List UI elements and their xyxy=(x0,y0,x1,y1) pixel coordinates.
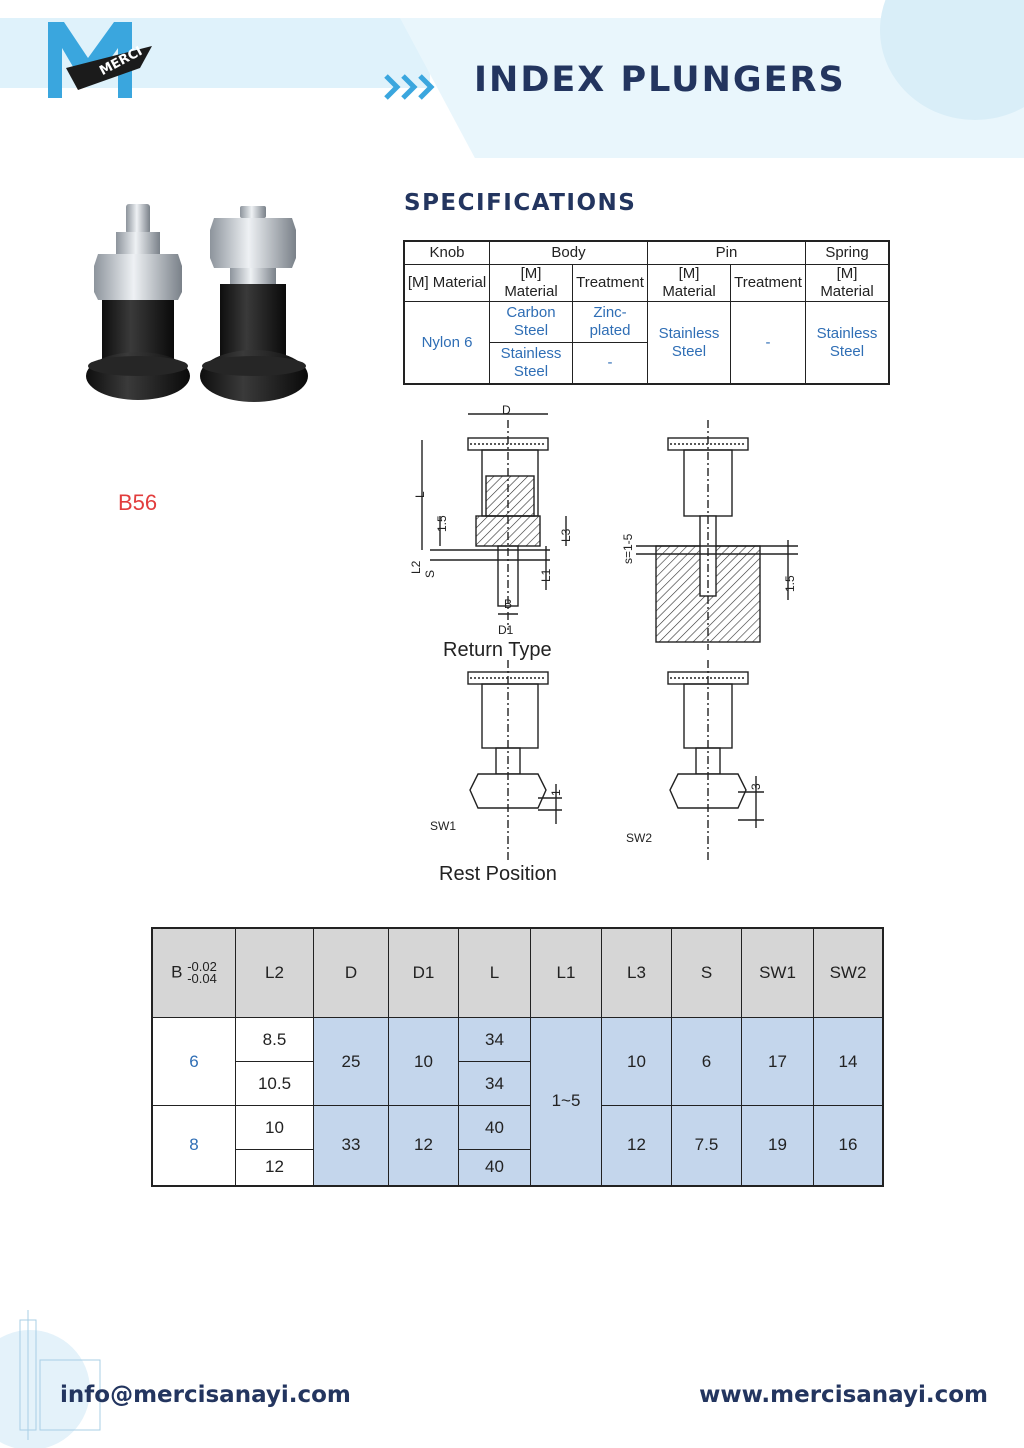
l2-value: 8.5 xyxy=(235,1017,314,1062)
pin-treatment: - xyxy=(730,301,806,385)
b-tol-upper: -0.02 xyxy=(187,959,217,974)
dim-label-sw1: SW1 xyxy=(430,819,456,833)
header-cell: S xyxy=(671,927,742,1018)
sw1-value: 19 xyxy=(741,1105,814,1186)
group-body: Body xyxy=(489,240,648,265)
dim-label-1.5-right: 1.5 xyxy=(783,575,797,592)
dim-label-l3: L3 xyxy=(559,528,573,542)
dim-label-l1: L1 xyxy=(539,568,553,582)
product-photo xyxy=(86,204,308,402)
l3-value: 12 xyxy=(601,1105,672,1186)
dim-label-1: 1 xyxy=(549,789,563,796)
merci-logo: MERCI xyxy=(48,22,152,98)
model-code: B56 xyxy=(118,490,158,515)
sw2-value: 14 xyxy=(813,1017,884,1106)
footer-email[interactable]: info@mercisanayi.com xyxy=(60,1382,351,1408)
d-value: 25 xyxy=(313,1017,389,1106)
body-material: Stainless Steel xyxy=(489,342,573,385)
header-cell: SW1 xyxy=(741,927,814,1018)
header-cell: L1 xyxy=(530,927,602,1018)
header-cell: D xyxy=(313,927,389,1018)
l-value: 40 xyxy=(458,1149,531,1186)
body-material: Carbon Steel xyxy=(489,301,573,343)
page-title: INDEX PLUNGERS xyxy=(474,60,846,100)
dim-label-d: D xyxy=(502,403,511,417)
dim-label-d1: D1 xyxy=(498,623,514,637)
knob-material: Nylon 6 xyxy=(403,301,490,385)
dim-label-l: L xyxy=(413,491,427,498)
header-cell: L2 xyxy=(235,927,314,1018)
s-value: 6 xyxy=(671,1017,742,1106)
dimensions-table: B -0.02 -0.04 L2 D D1 L L1 L3 S SW1 SW2 … xyxy=(151,927,884,1187)
group-pin: Pin xyxy=(647,240,806,265)
l-value: 40 xyxy=(458,1105,531,1150)
header-cell: D1 xyxy=(388,927,459,1018)
dim-label-l2: L2 xyxy=(409,560,423,574)
b-tol-lower: -0.04 xyxy=(187,971,217,986)
pin-material: Stainless Steel xyxy=(647,301,731,385)
spring-material: Stainless Steel xyxy=(805,301,890,385)
subheader-cell: [M] Material xyxy=(805,264,890,302)
subheader-cell: [M] Material xyxy=(489,264,573,302)
header-b: B -0.02 -0.04 xyxy=(151,927,236,1018)
group-spring: Spring xyxy=(805,240,890,265)
dim-label-sw2: SW2 xyxy=(626,831,652,845)
b-value: 6 xyxy=(151,1017,236,1106)
footer-website[interactable]: www.mercisanayi.com xyxy=(699,1382,988,1408)
b-value: 8 xyxy=(151,1105,236,1186)
dim-label-b: B xyxy=(504,597,512,611)
dim-label-s-range: s=1-5 xyxy=(621,533,635,564)
l3-value: 10 xyxy=(601,1017,672,1106)
corner-decor xyxy=(0,1310,101,1448)
dim-label-1.5: 1.5 xyxy=(435,515,449,532)
b-label: B xyxy=(171,962,183,982)
caption-return-type: Return Type xyxy=(443,639,552,661)
specifications-heading: SPECIFICATIONS xyxy=(404,190,637,216)
l2-value: 12 xyxy=(235,1149,314,1186)
l-value: 34 xyxy=(458,1061,531,1106)
d1-value: 12 xyxy=(388,1105,459,1186)
group-knob: Knob xyxy=(403,240,490,265)
subheader-cell: [M] Material xyxy=(403,264,490,302)
header-cell: L3 xyxy=(601,927,672,1018)
caption-rest-position: Rest Position xyxy=(439,863,557,885)
header-cell: SW2 xyxy=(813,927,884,1018)
dim-label-3: 3 xyxy=(749,783,763,790)
l-value: 34 xyxy=(458,1017,531,1062)
dim-label-s: S xyxy=(423,570,437,578)
technical-drawing: D L 1.5 L2 S L3 L1 B D1 s=1-5 1.5 1 3 SW… xyxy=(409,403,798,885)
body-treatment: - xyxy=(572,342,648,385)
specifications-table: Knob Body Pin Spring [M] Material [M] Ma… xyxy=(403,240,890,385)
d1-value: 10 xyxy=(388,1017,459,1106)
sw2-value: 16 xyxy=(813,1105,884,1186)
b-tolerance: -0.02 -0.04 xyxy=(187,959,217,986)
l2-value: 10.5 xyxy=(235,1061,314,1106)
subheader-cell: [M] Material xyxy=(647,264,731,302)
sw1-value: 17 xyxy=(741,1017,814,1106)
body-treatment: Zinc-plated xyxy=(572,301,648,343)
subheader-cell: Treatment xyxy=(730,264,806,302)
header-cell: L xyxy=(458,927,531,1018)
subheader-cell: Treatment xyxy=(572,264,648,302)
d-value: 33 xyxy=(313,1105,389,1186)
chevron-arrows-icon xyxy=(384,74,435,100)
l1-value: 1~5 xyxy=(530,1017,602,1186)
l2-value: 10 xyxy=(235,1105,314,1150)
s-value: 7.5 xyxy=(671,1105,742,1186)
